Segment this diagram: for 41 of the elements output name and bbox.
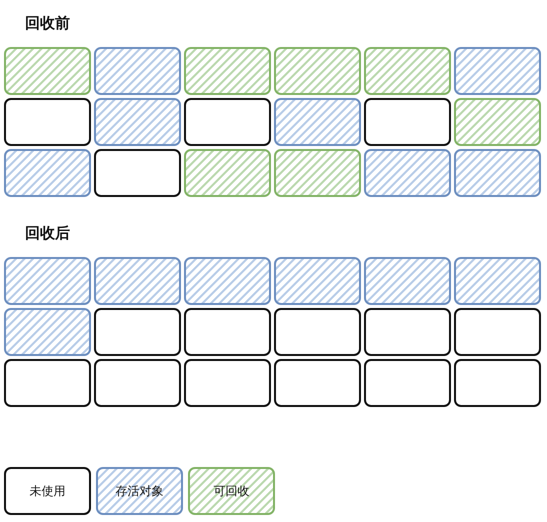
memory-block: [4, 98, 91, 146]
memory-block: [94, 359, 181, 407]
memory-block: [184, 149, 271, 197]
memory-block: [274, 47, 361, 95]
section-heading: 回收后: [25, 224, 70, 243]
memory-block: [364, 149, 451, 197]
memory-block: [454, 359, 541, 407]
memory-block: [94, 149, 181, 197]
memory-block: [184, 359, 271, 407]
memory-block: [364, 98, 451, 146]
memory-block: [454, 98, 541, 146]
memory-block: [274, 149, 361, 197]
memory-block: [94, 257, 181, 305]
memory-block: [364, 47, 451, 95]
memory-block: [4, 47, 91, 95]
memory-block: [454, 47, 541, 95]
memory-block: [274, 257, 361, 305]
section-heading: 回收前: [25, 14, 70, 33]
memory-block: [184, 308, 271, 356]
legend-label: 可回收: [214, 482, 250, 500]
memory-block: [454, 308, 541, 356]
memory-block: [184, 47, 271, 95]
memory-block: [94, 308, 181, 356]
memory-block: [364, 308, 451, 356]
memory-block: [94, 47, 181, 95]
memory-block: [4, 257, 91, 305]
memory-block: [94, 98, 181, 146]
legend-label: 存活对象: [116, 482, 164, 500]
memory-block: [184, 257, 271, 305]
memory-block: [364, 257, 451, 305]
memory-block: [274, 98, 361, 146]
memory-block: [364, 359, 451, 407]
legend-label: 未使用: [30, 482, 66, 500]
memory-block: [184, 98, 271, 146]
memory-block: [454, 257, 541, 305]
memory-block: [274, 308, 361, 356]
memory-block: [274, 359, 361, 407]
memory-block: [4, 149, 91, 197]
memory-block: [454, 149, 541, 197]
memory-block: [4, 308, 91, 356]
memory-block: [4, 359, 91, 407]
